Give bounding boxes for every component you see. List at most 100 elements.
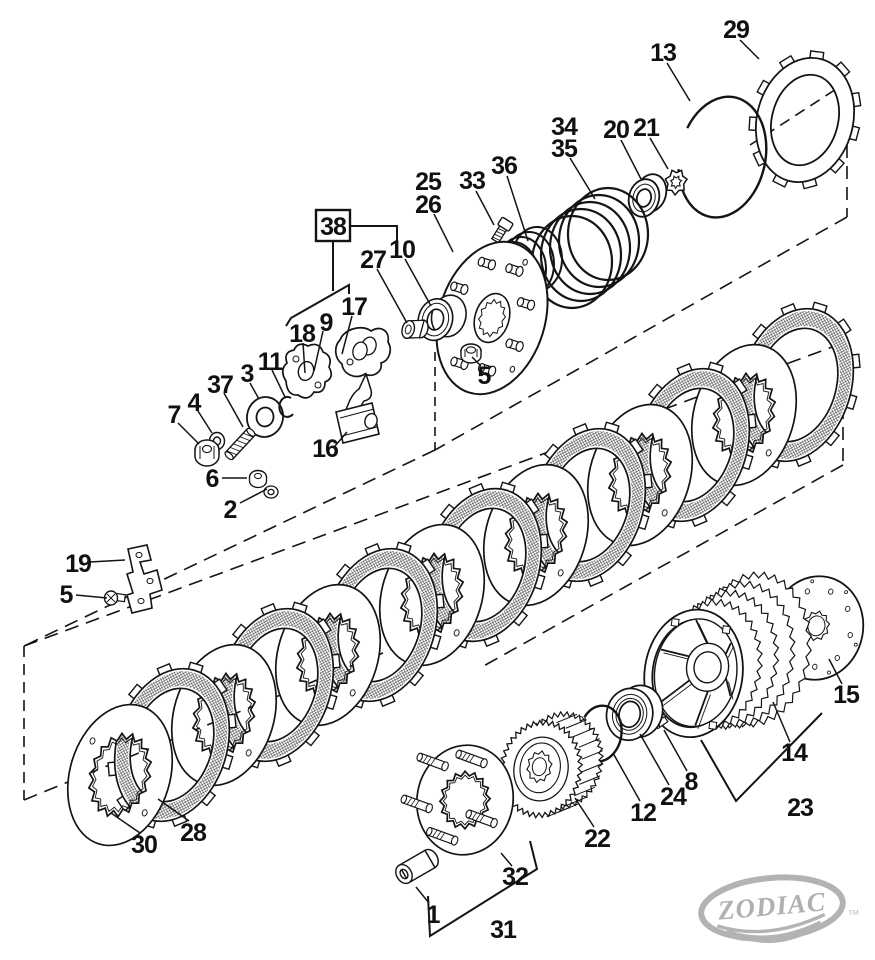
callout-label-6: 6 [206,465,219,493]
callout-19: 19 [65,550,126,578]
callout-5: 5 [60,581,108,609]
part-27-roller [401,319,429,339]
callout-3: 3 [241,360,260,400]
leader-line-33 [475,190,495,226]
part-22-clutch-hub [498,710,605,819]
leader-line-30 [110,812,141,834]
leader-line-20 [620,139,642,180]
leader-line-10 [404,258,432,307]
callout-16: 16 [312,431,348,463]
leader-line-3 [249,382,260,400]
zodiac-logo-ellipse [698,874,846,942]
callout-label-25: 25 [415,168,442,196]
callout-23: 23 [700,712,823,822]
callout-5: 5 [471,356,493,390]
callout-20: 20 [603,116,642,180]
callout-label-4: 4 [188,389,202,417]
callout-label-28: 28 [180,819,207,847]
leader-line-28 [157,798,190,822]
callout-label-15: 15 [833,681,860,709]
part-30-steel-plate [66,703,174,847]
leader-line-18 [302,342,306,374]
part-19-bracket [126,544,163,614]
leader-line-12 [612,752,641,802]
callout-38: 38 [314,208,352,243]
leader-line-8 [663,729,688,772]
leader-line-29 [739,39,760,60]
leader-line-5 [75,594,108,599]
leader-line-4 [197,410,213,434]
38-box-arm-right [350,225,398,243]
callout-label-21: 21 [633,114,660,142]
callout-label-34: 34 [551,113,578,141]
callout-24: 24 [639,733,688,811]
part-2-washer [263,485,279,499]
leader-line-1 [415,886,430,904]
callout-label-18: 18 [289,320,316,348]
leader-line-24 [639,733,670,786]
callout-label-31: 31 [490,916,517,944]
callout-label-9: 9 [320,309,333,337]
callout-35: 35 [551,135,596,200]
callout-18: 18 [289,320,317,374]
callout-28: 28 [157,798,208,847]
leader-line-27 [376,268,408,324]
callout-32: 32 [500,852,529,891]
callout-17: 17 [341,293,368,355]
callout-label-14: 14 [781,739,808,767]
part-7-nut [194,439,220,467]
zodiac-logo: ZODIAC TM [698,874,859,943]
callout-29: 29 [723,16,760,60]
callout-37: 37 [207,371,244,428]
callout-label-27: 27 [360,246,386,274]
leader-line-9 [313,330,324,372]
callout-label-11: 11 [258,348,284,376]
callout-27: 27 [360,246,408,324]
38-group-bracket [285,283,350,327]
callout-label-13: 13 [650,39,676,67]
guide-dashed-line-2 [434,216,848,451]
callout-33: 33 [459,167,495,226]
leader-line-19 [89,559,126,563]
callout-22: 22 [574,797,611,853]
callout-label-35: 35 [551,135,578,163]
part-20-nut [627,173,668,218]
callout-label-22: 22 [584,825,610,853]
leader-line-17 [341,315,353,355]
part-11-retaining-ring [278,395,294,418]
callout-8: 8 [663,729,700,796]
callout-11: 11 [258,348,286,398]
callout-label-3: 3 [241,360,254,388]
callout-30: 30 [110,812,158,859]
callout-34: 34 [551,113,579,141]
leader-line-13 [666,62,691,102]
callout-label-30: 30 [131,831,157,859]
callout-label-17: 17 [341,293,367,321]
callout-label-38: 38 [320,213,347,241]
callout-label-20: 20 [603,116,629,144]
leader-line-26 [433,213,454,253]
leader-line-22 [574,797,595,828]
guide-dashed-line-8 [479,464,844,669]
leader-line-16 [334,431,348,447]
leader-line-14 [772,701,791,743]
callout-13: 13 [650,39,691,102]
part-34-35-clutch-spring [530,186,650,310]
part-6-nut [248,469,268,489]
parts-layer [66,50,865,885]
callout-26: 26 [415,191,454,253]
callout-4: 4 [188,389,213,434]
callout-label-36: 36 [491,152,517,180]
part-14-clutch-shell [643,571,812,738]
callout-label-7: 7 [168,401,181,429]
callout-2: 2 [224,488,268,524]
callout-6: 6 [206,465,247,493]
part-29-retainer-ring [748,50,862,190]
part-32-stud-plate [400,744,515,856]
callout-label-19: 19 [65,550,91,578]
part-5-nut [460,343,482,364]
callout-31: 31 [427,840,539,944]
